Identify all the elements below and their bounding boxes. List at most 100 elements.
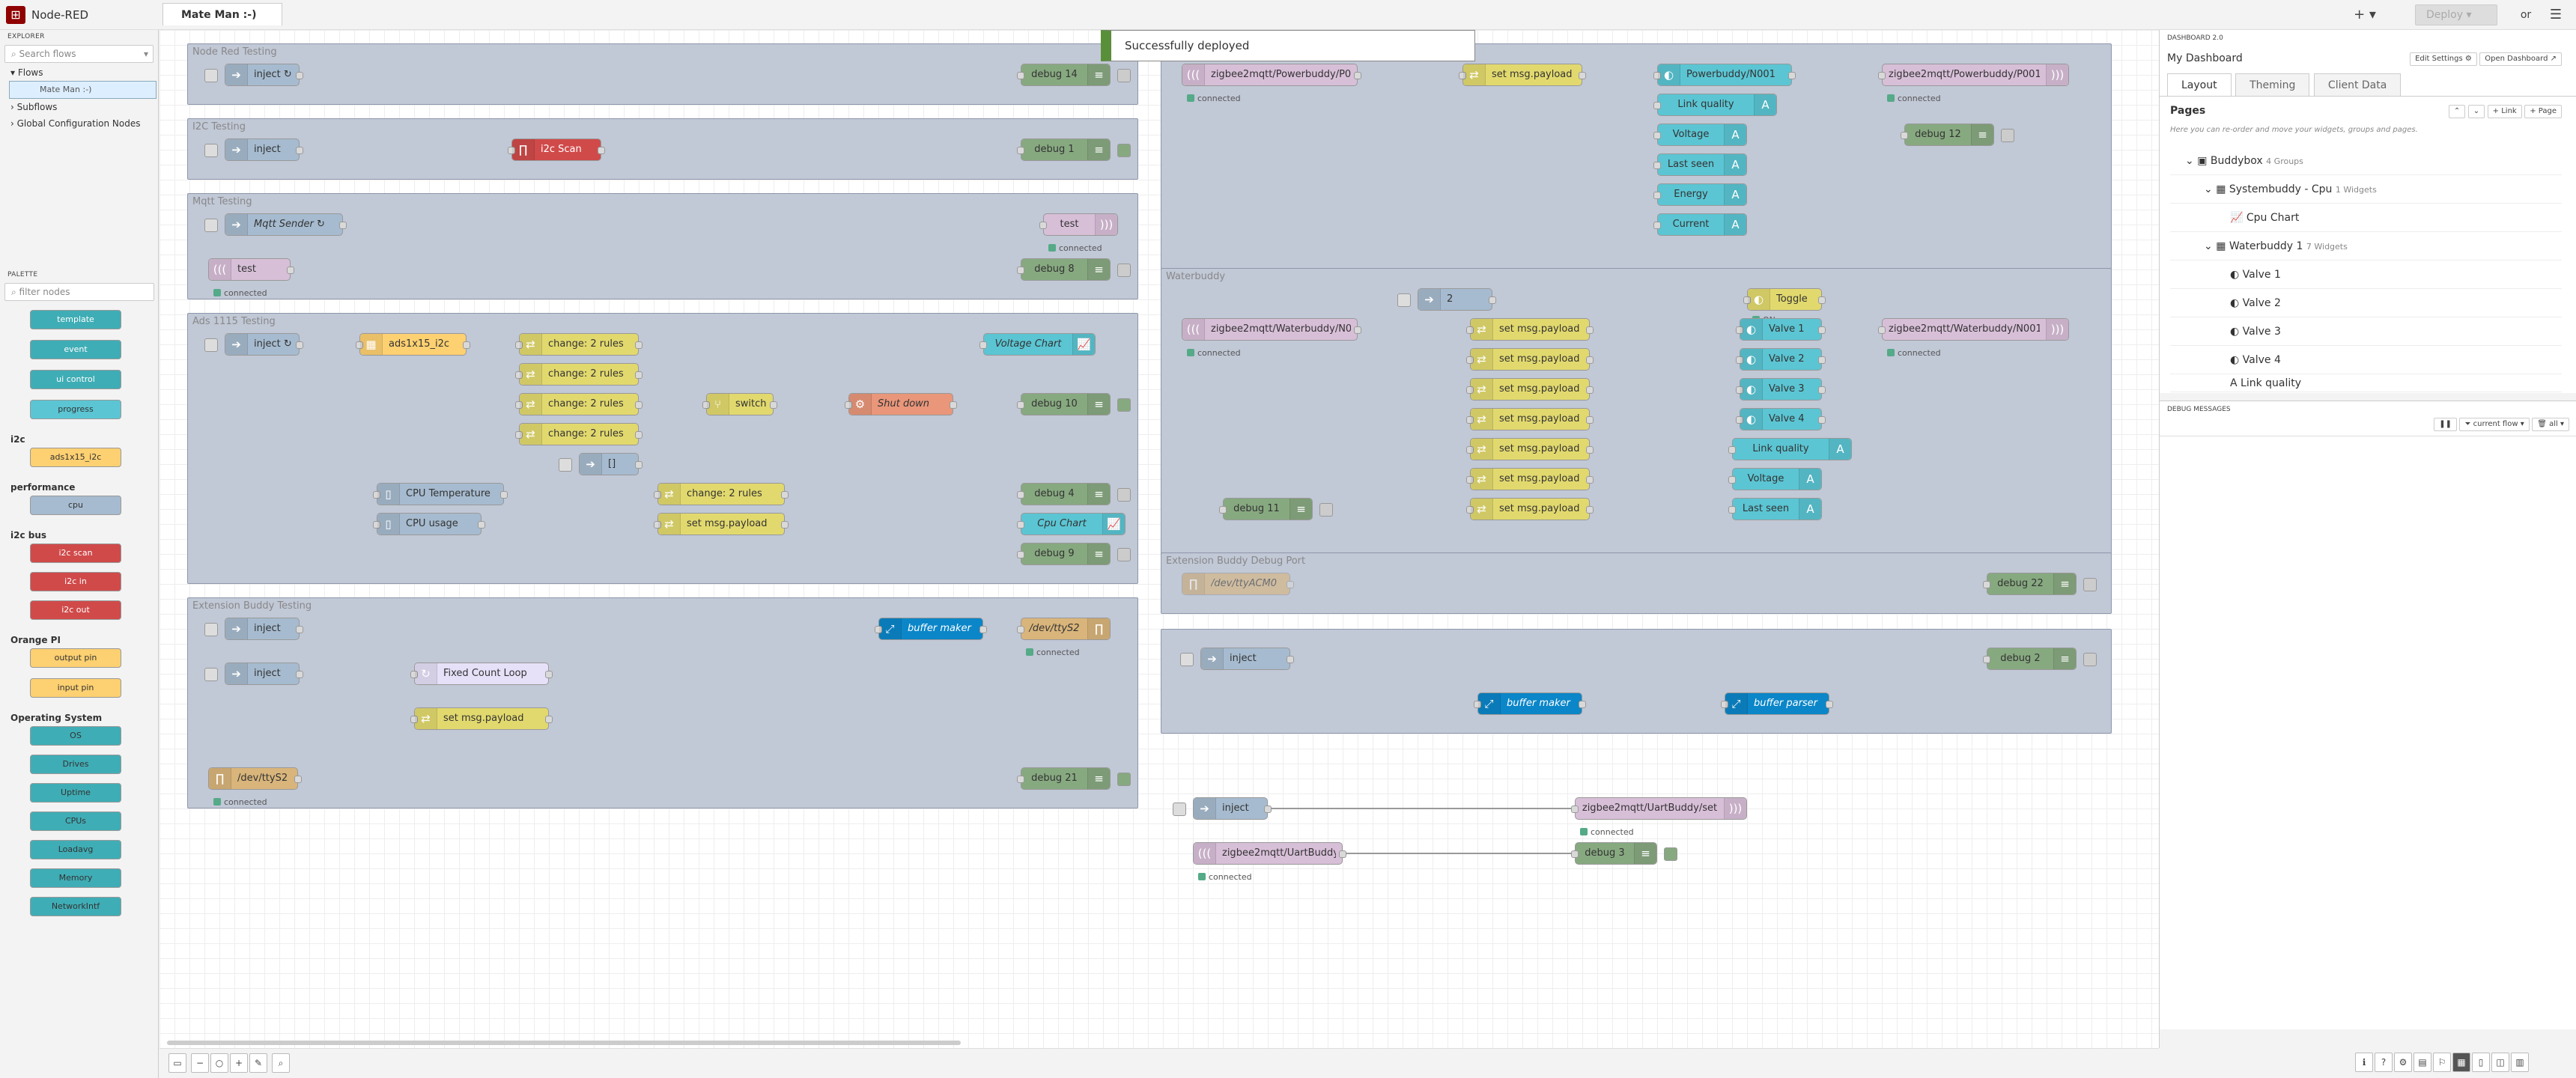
port[interactable] bbox=[635, 461, 643, 469]
pause-icon[interactable]: ❚❚ bbox=[2434, 418, 2457, 431]
add-page-button[interactable]: + Page bbox=[2524, 105, 2562, 118]
inject-button[interactable] bbox=[204, 219, 218, 232]
port[interactable] bbox=[1571, 850, 1579, 858]
tree-flows[interactable]: ▾ Flows bbox=[10, 67, 43, 78]
node-serial-ttyACM0[interactable]: ∏/dev/ttyACM0 bbox=[1182, 573, 1294, 595]
port[interactable] bbox=[287, 267, 294, 274]
node-valve-1[interactable]: ◐Valve 1 bbox=[1736, 318, 1826, 341]
debug-filter-select[interactable]: ⏷ current flow ▾ bbox=[2459, 418, 2530, 431]
port[interactable] bbox=[478, 521, 485, 529]
port[interactable] bbox=[635, 431, 643, 439]
port[interactable] bbox=[356, 341, 363, 349]
open-dashboard-button[interactable]: Open Dashboard ↗ bbox=[2479, 52, 2562, 66]
sidebar-debug-icon[interactable]: ⚐ bbox=[2433, 1053, 2451, 1072]
sidebar-help-icon[interactable]: ? bbox=[2375, 1053, 2393, 1072]
node-buffer-maker[interactable]: ⤢buffer maker bbox=[875, 618, 987, 640]
node-mqtt-out-test[interactable]: test)))connected bbox=[1039, 213, 1118, 253]
node-debug-14[interactable]: debug 14≡ bbox=[1017, 64, 1131, 86]
inject-button[interactable] bbox=[1173, 803, 1186, 816]
tab-mate-man[interactable]: Mate Man :-) bbox=[162, 3, 282, 25]
tree-page-buddybox[interactable]: ⌄ ▣ Buddybox 4 Groups bbox=[2170, 147, 2562, 175]
port[interactable] bbox=[1474, 701, 1481, 708]
node-inject[interactable]: ➔inject ↻ bbox=[204, 64, 303, 86]
port[interactable] bbox=[1826, 701, 1833, 708]
inject-button[interactable] bbox=[204, 623, 218, 636]
palette-cat-i2c[interactable]: i2c bbox=[10, 434, 25, 445]
port[interactable] bbox=[294, 776, 302, 783]
filter-nodes-input[interactable]: ⌕ filter nodes bbox=[4, 283, 154, 301]
node-ads1x15[interactable]: ▦ads1x15_i2c bbox=[356, 333, 470, 356]
main-menu-icon[interactable]: ☰ bbox=[2549, 7, 2563, 22]
port[interactable] bbox=[373, 491, 380, 499]
add-icon[interactable]: + ▾ bbox=[2354, 7, 2376, 22]
node-powerbuddy-set[interactable]: zigbee2mqtt/Powerbuddy/P001/set)))connec… bbox=[1878, 64, 2069, 103]
user-avatar[interactable]: or bbox=[2520, 9, 2532, 21]
node-change-3[interactable]: ⇄change: 2 rules bbox=[515, 393, 643, 415]
tree-widget-valve-4[interactable]: ◐ Valve 4 bbox=[2170, 346, 2562, 374]
port[interactable] bbox=[598, 147, 605, 154]
sidebar-layout-icon[interactable]: ▯ bbox=[2472, 1053, 2490, 1072]
workspace-canvas[interactable]: Node Red Testing I2C Testing Mqtt Testin… bbox=[160, 30, 2159, 1059]
port[interactable] bbox=[1586, 416, 1594, 424]
port[interactable] bbox=[296, 72, 303, 79]
tab-layout[interactable]: Layout bbox=[2167, 73, 2232, 96]
search-flows-input[interactable]: ⌕ Search flows ▾ bbox=[4, 45, 154, 63]
node-inject[interactable]: ➔inject bbox=[204, 618, 303, 640]
port[interactable] bbox=[1579, 72, 1586, 79]
palette-node-output-pin[interactable]: output pin bbox=[30, 648, 121, 668]
inject-button[interactable] bbox=[1397, 293, 1411, 307]
node-debug-22[interactable]: debug 22≡ bbox=[1983, 573, 2097, 595]
tree-widget-valve-1[interactable]: ◐ Valve 1 bbox=[2170, 261, 2562, 289]
palette-node-input-pin[interactable]: input pin bbox=[30, 678, 121, 698]
palette-node-loadavg[interactable]: Loadavg bbox=[30, 840, 121, 859]
port[interactable] bbox=[1736, 416, 1743, 424]
port[interactable] bbox=[1983, 656, 1990, 663]
node-fixed-count-loop[interactable]: ↻Fixed Count Loop bbox=[410, 663, 553, 685]
node-inject[interactable]: ➔inject bbox=[204, 663, 303, 685]
port[interactable] bbox=[635, 371, 643, 379]
port[interactable] bbox=[508, 147, 515, 154]
port[interactable] bbox=[410, 716, 418, 723]
port[interactable] bbox=[1743, 296, 1751, 304]
port[interactable] bbox=[339, 222, 347, 229]
node-cpu-usage[interactable]: ▯CPU usage bbox=[373, 513, 485, 535]
port[interactable] bbox=[1219, 506, 1227, 514]
group-ads-testing[interactable]: Ads 1115 Testing bbox=[187, 313, 1138, 584]
inject-button[interactable] bbox=[1180, 653, 1194, 666]
debug-clear-select[interactable]: 🗑 all ▾ bbox=[2532, 418, 2569, 431]
port[interactable] bbox=[1653, 192, 1661, 199]
palette-cat-i2cbus[interactable]: i2c bus bbox=[10, 530, 47, 540]
palette-node-os[interactable]: OS bbox=[30, 726, 121, 746]
palette-node-i2c-out[interactable]: i2c out bbox=[30, 600, 121, 620]
palette-cat-os[interactable]: Operating System bbox=[10, 713, 103, 723]
debug-toggle[interactable] bbox=[1117, 548, 1131, 561]
tree-current-flow[interactable]: Mate Man :-) bbox=[9, 81, 157, 99]
port[interactable] bbox=[1586, 326, 1594, 334]
port[interactable] bbox=[1017, 267, 1024, 274]
node-valve-4[interactable]: ◐Valve 4 bbox=[1736, 408, 1826, 430]
port[interactable] bbox=[1466, 356, 1474, 364]
sidebar-config-icon[interactable]: ⚙ bbox=[2394, 1053, 2412, 1072]
tree-widget-cpu-chart[interactable]: 📈 Cpu Chart bbox=[2170, 204, 2562, 232]
node-inject[interactable]: ➔inject bbox=[1180, 648, 1294, 670]
tree-widget-link-quality[interactable]: A Link quality bbox=[2170, 374, 2562, 392]
port[interactable] bbox=[373, 521, 380, 529]
node-powerbuddy-switch[interactable]: ◐Powerbuddy/N001 bbox=[1653, 64, 1796, 86]
port[interactable] bbox=[1354, 326, 1361, 334]
node-i2c-scan[interactable]: ∏i2c Scan bbox=[508, 138, 605, 161]
port[interactable] bbox=[635, 401, 643, 409]
tree-subflows[interactable]: › Subflows bbox=[10, 102, 58, 112]
port[interactable] bbox=[1653, 72, 1661, 79]
node-set-msg-payload[interactable]: ⇄set msg.payload bbox=[1466, 498, 1594, 520]
tree-widget-valve-2[interactable]: ◐ Valve 2 bbox=[2170, 289, 2562, 317]
node-set-msg-payload[interactable]: ⇄set msg.payload bbox=[1466, 438, 1594, 460]
port[interactable] bbox=[1818, 386, 1826, 394]
debug-toggle[interactable] bbox=[2001, 129, 2014, 142]
